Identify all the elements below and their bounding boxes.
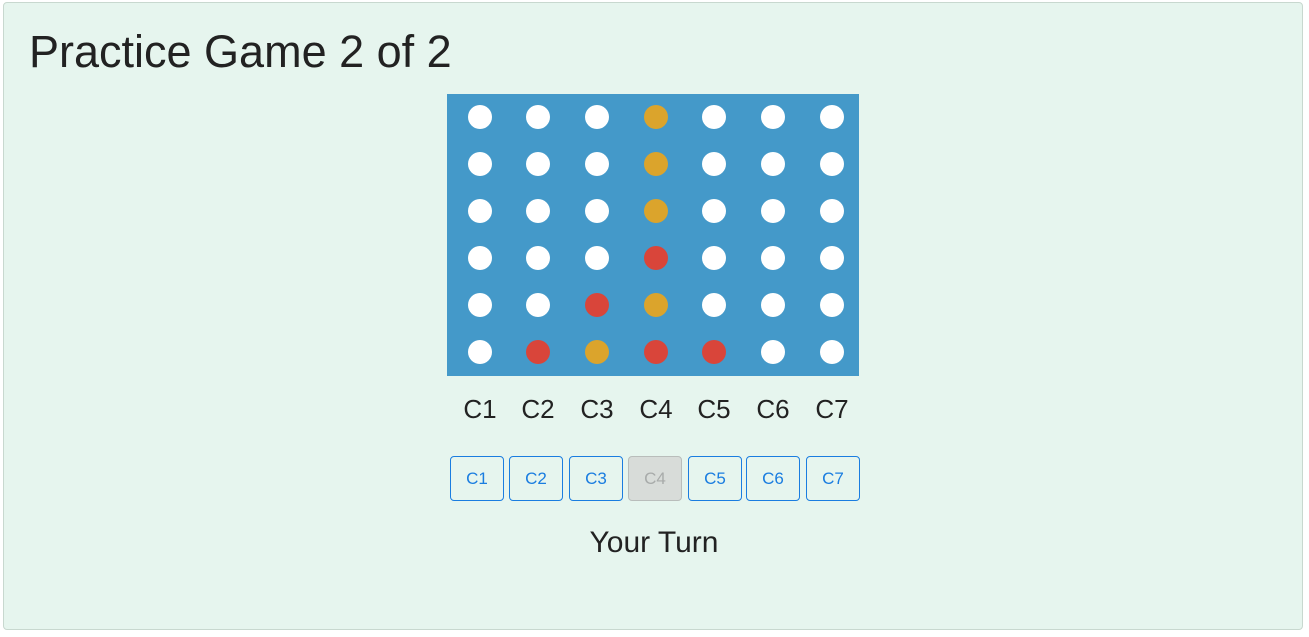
game-board [447, 94, 859, 376]
board-cell-red [644, 340, 668, 364]
board-cell-empty [585, 246, 609, 270]
column-label-4: C4 [639, 394, 673, 424]
board-cell-empty [761, 293, 785, 317]
board-cell-red [585, 293, 609, 317]
drop-column-1-button[interactable]: C1 [450, 456, 504, 501]
board-cell-empty [820, 340, 844, 364]
board-cell-empty [468, 105, 492, 129]
drop-column-6-button[interactable]: C6 [746, 456, 800, 501]
board-cell-empty [761, 152, 785, 176]
board-cell-empty [820, 199, 844, 223]
board-cell-empty [820, 246, 844, 270]
board-cell-yellow [644, 152, 668, 176]
board-cell-empty [526, 105, 550, 129]
board-cell-empty [526, 246, 550, 270]
board-cell-empty [468, 199, 492, 223]
board-cell-empty [585, 199, 609, 223]
column-label-1: C1 [463, 394, 497, 424]
board-cell-empty [702, 152, 726, 176]
board-cell-empty [468, 340, 492, 364]
board-cell-empty [526, 199, 550, 223]
drop-column-2-button[interactable]: C2 [509, 456, 563, 501]
board-cell-empty [702, 246, 726, 270]
board-cell-red [526, 340, 550, 364]
drop-column-5-button[interactable]: C5 [688, 456, 742, 501]
column-label-2: C2 [521, 394, 555, 424]
column-labels: C1 C2 C3 C4 C5 C6 C7 [447, 393, 859, 425]
board-cell-empty [761, 246, 785, 270]
column-label-3: C3 [580, 394, 614, 424]
drop-column-7-button[interactable]: C7 [806, 456, 860, 501]
board-cell-empty [761, 199, 785, 223]
board-cell-red [644, 246, 668, 270]
board-cell-yellow [644, 105, 668, 129]
board-cell-yellow [585, 340, 609, 364]
board-cell-yellow [644, 293, 668, 317]
board-cell-empty [702, 105, 726, 129]
drop-column-3-button[interactable]: C3 [569, 456, 623, 501]
board-cell-empty [468, 152, 492, 176]
board-cell-empty [761, 340, 785, 364]
column-label-5: C5 [697, 394, 731, 424]
board-cell-empty [702, 199, 726, 223]
board-cell-empty [820, 105, 844, 129]
board-cell-empty [468, 293, 492, 317]
page-title: Practice Game 2 of 2 [29, 26, 452, 77]
board-cell-empty [702, 293, 726, 317]
board-cell-empty [526, 293, 550, 317]
board-cell-empty [820, 152, 844, 176]
column-label-7: C7 [815, 394, 849, 424]
drop-column-4-button: C4 [628, 456, 682, 501]
board-cell-empty [585, 105, 609, 129]
board-cell-empty [585, 152, 609, 176]
turn-status: Your Turn [589, 526, 719, 559]
board-cell-red [702, 340, 726, 364]
board-cell-empty [526, 152, 550, 176]
board-cell-empty [820, 293, 844, 317]
board-cell-empty [468, 246, 492, 270]
board-cell-yellow [644, 199, 668, 223]
column-label-6: C6 [756, 394, 790, 424]
board-cell-empty [761, 105, 785, 129]
